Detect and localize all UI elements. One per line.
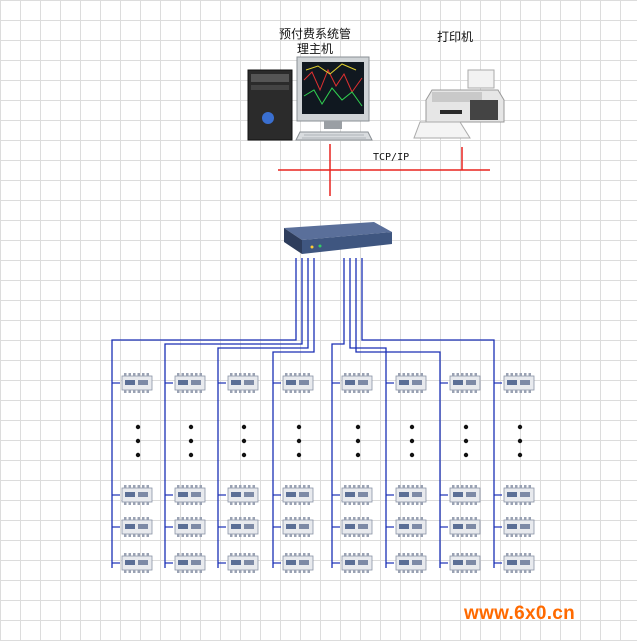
printer-icon — [413, 69, 505, 139]
host-label-line1: 预付费系统管 — [278, 27, 351, 41]
bus-line — [349, 258, 387, 568]
ellipsis-dot — [463, 452, 469, 458]
ellipsis-dot — [409, 424, 415, 430]
ellipsis-dot — [517, 452, 523, 458]
ellipsis-dot — [409, 452, 415, 458]
network-label: TCP/IP — [373, 152, 410, 163]
ellipsis-dot — [517, 424, 523, 430]
energy-meter-icon — [282, 373, 314, 393]
host-label-line2: 理主机 — [296, 42, 333, 56]
ellipsis-dot — [517, 438, 523, 444]
energy-meter-icon — [503, 517, 535, 537]
watermark: www.6x0.cn — [464, 603, 576, 624]
energy-meter-icon — [174, 485, 206, 505]
rs485-bus-lines — [111, 258, 502, 568]
data-concentrator-icon — [284, 222, 392, 254]
printer-label: 打印机 — [436, 30, 473, 44]
energy-meter-icon — [282, 485, 314, 505]
energy-meter-icon — [341, 485, 373, 505]
ellipsis-dot — [135, 424, 141, 430]
energy-meter-icon — [449, 485, 481, 505]
bus-line — [331, 258, 345, 568]
ellipsis-dot — [135, 452, 141, 458]
bus-line — [111, 258, 297, 568]
bus-line — [361, 258, 495, 568]
energy-meter-icon — [174, 553, 206, 573]
ellipsis-dot — [296, 438, 302, 444]
energy-meter-icon — [121, 485, 153, 505]
energy-meter-icon — [121, 553, 153, 573]
ellipsis-dot — [188, 424, 194, 430]
ellipsis-dot — [188, 438, 194, 444]
host-computer-icon — [247, 56, 373, 141]
meter-array — [121, 373, 535, 573]
ellipsis-dot — [355, 452, 361, 458]
bus-line — [164, 258, 303, 568]
ellipsis-dot — [296, 452, 302, 458]
energy-meter-icon — [395, 485, 427, 505]
ellipsis-dot — [409, 438, 415, 444]
energy-meter-icon — [395, 553, 427, 573]
energy-meter-icon — [449, 517, 481, 537]
energy-meter-icon — [121, 517, 153, 537]
bus-line — [272, 258, 315, 568]
energy-meter-icon — [227, 553, 259, 573]
energy-meter-icon — [174, 373, 206, 393]
energy-meter-icon — [341, 517, 373, 537]
energy-meter-icon — [282, 553, 314, 573]
energy-meter-icon — [227, 517, 259, 537]
energy-meter-icon — [449, 373, 481, 393]
energy-meter-icon — [341, 373, 373, 393]
ellipsis-dot — [463, 424, 469, 430]
ellipsis-dot — [463, 438, 469, 444]
ellipsis-dot — [241, 452, 247, 458]
energy-meter-icon — [341, 553, 373, 573]
energy-meter-icon — [449, 553, 481, 573]
energy-meter-icon — [174, 517, 206, 537]
energy-meter-icon — [227, 373, 259, 393]
energy-meter-icon — [503, 553, 535, 573]
energy-meter-icon — [503, 373, 535, 393]
energy-meter-icon — [395, 373, 427, 393]
energy-meter-icon — [227, 485, 259, 505]
ellipsis-dot — [355, 424, 361, 430]
ellipsis-dot — [188, 452, 194, 458]
ellipsis-dot — [241, 424, 247, 430]
ellipsis-dot — [135, 438, 141, 444]
energy-meter-icon — [503, 485, 535, 505]
network-bus — [278, 144, 490, 196]
bus-line — [355, 258, 441, 568]
bus-line — [217, 258, 309, 568]
host-label: 预付费系统管 理主机 — [270, 27, 360, 57]
ellipsis-dot — [296, 424, 302, 430]
energy-meter-icon — [395, 517, 427, 537]
ellipsis-dot — [355, 438, 361, 444]
ellipsis-dot — [241, 438, 247, 444]
energy-meter-icon — [121, 373, 153, 393]
energy-meter-icon — [282, 517, 314, 537]
